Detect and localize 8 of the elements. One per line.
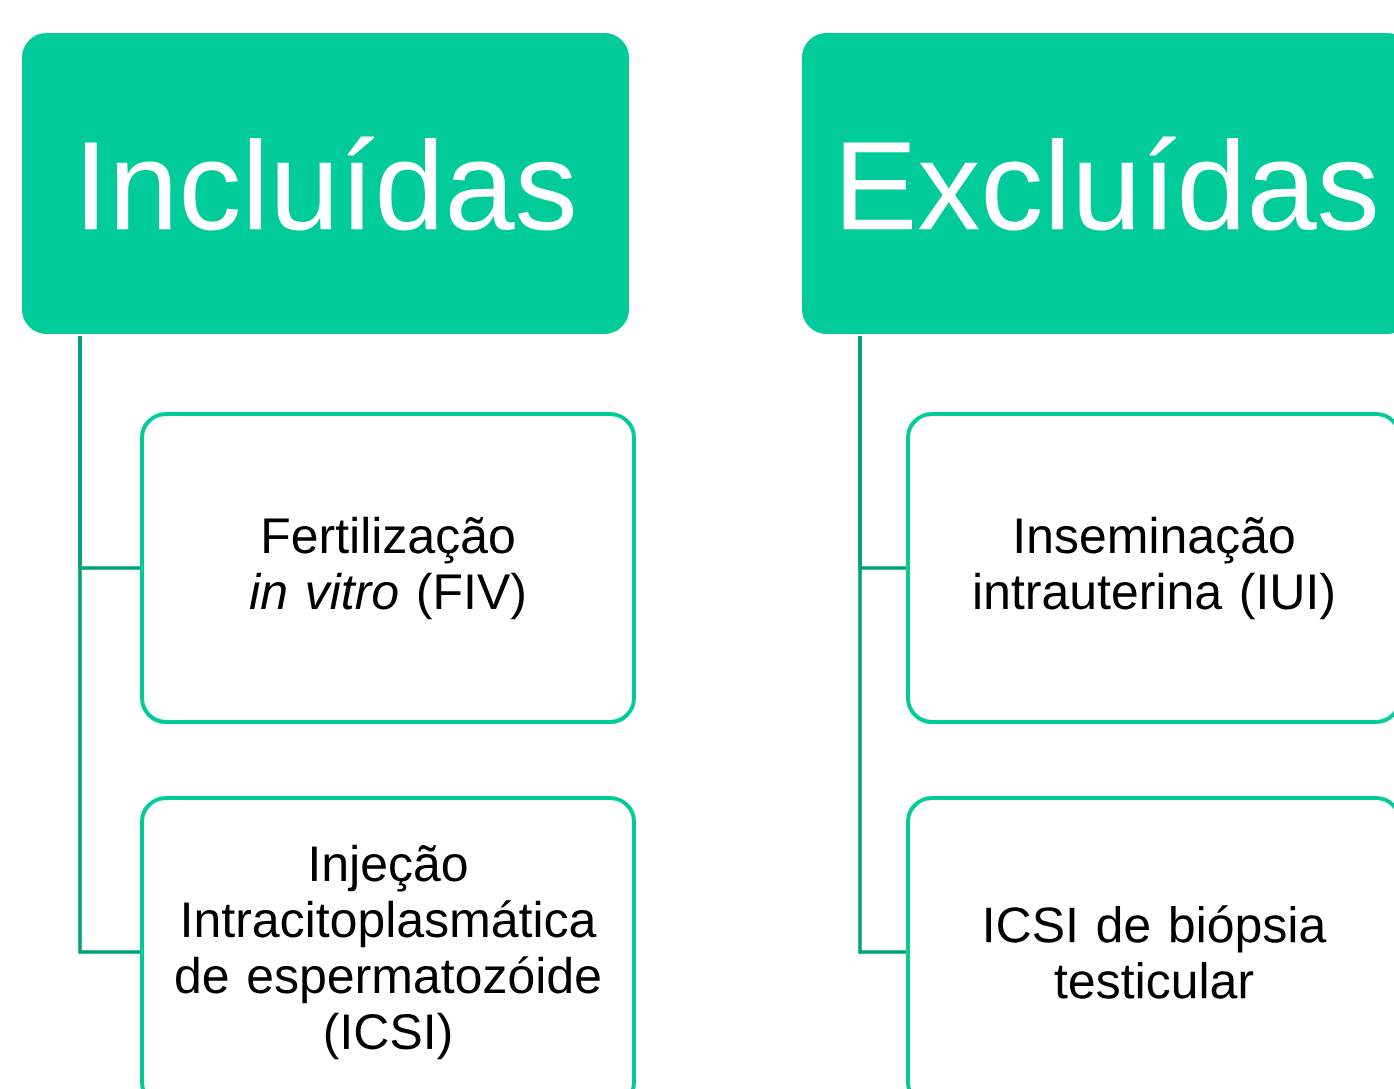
item-box: ICSI de biópsia testicular — [906, 796, 1394, 1089]
item-box: Inseminação intrauterina (IUI) — [906, 412, 1394, 724]
item-box: Fertilização in vitro (FIV) — [140, 412, 636, 724]
connector-line — [78, 336, 140, 954]
item-box: Injeção Intracitoplasmática de espermatozóide (ICSI) — [140, 796, 636, 1089]
connector-line — [858, 336, 906, 954]
header-box: Incluídas — [22, 33, 629, 334]
header-box: Excluídas — [802, 33, 1394, 334]
